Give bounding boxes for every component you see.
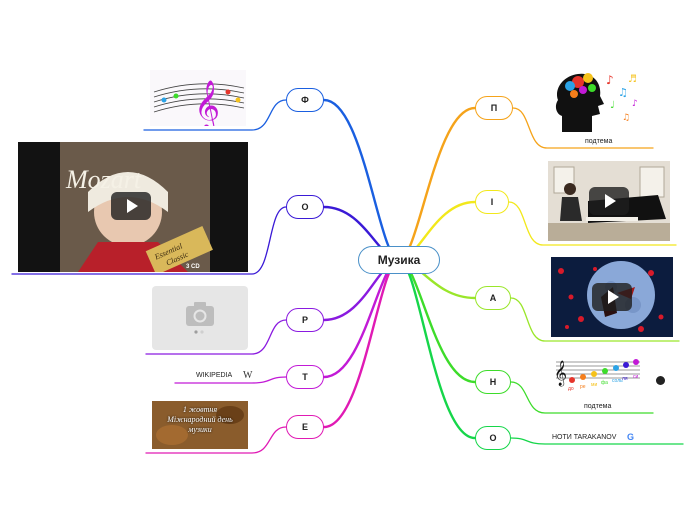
subtopic-connector <box>510 297 680 342</box>
note-label: си <box>633 374 639 380</box>
svg-text:𝄞: 𝄞 <box>554 360 567 386</box>
branch-label: Е <box>301 422 308 432</box>
central-topic[interactable]: Музика <box>358 246 440 274</box>
subtopic-caption-1: подтема <box>585 138 613 145</box>
branch-label: Ф <box>301 95 309 105</box>
moon-video-thumbnail[interactable] <box>551 257 673 337</box>
branch-node-right-4[interactable]: Н <box>475 370 511 394</box>
svg-text:𝄞: 𝄞 <box>194 80 220 126</box>
branch-label: Н <box>489 377 497 387</box>
branch-node-left-1[interactable]: Ф <box>286 88 324 112</box>
branch-node-right-1[interactable]: П <box>475 96 513 120</box>
treble-clef-icon: 𝄞 <box>153 80 245 126</box>
central-topic-label: Музика <box>377 253 421 267</box>
branch-label: Т <box>302 372 308 382</box>
subtopic-connector <box>11 206 287 275</box>
subtopic-connector <box>143 99 287 131</box>
google-icon: G <box>627 432 635 442</box>
branch-connector <box>397 106 477 262</box>
branch-label: А <box>489 293 497 303</box>
wikipedia-icon: W <box>243 370 253 381</box>
head-silhouette-icon: ♪ ♫ ♩ ♬ ♪ ♫ <box>555 73 638 132</box>
subtopic-connector <box>510 437 684 445</box>
staff-notes-icon: 𝄞 до ре ми фа соль ля си <box>554 359 640 392</box>
branch-node-left-2[interactable]: О <box>286 195 324 219</box>
note-label: фа <box>601 380 608 386</box>
mozart-title: Mozart <box>65 165 142 194</box>
colored-notes-image[interactable]: 𝄞 до ре ми фа соль ля си <box>550 352 642 392</box>
play-button-icon[interactable] <box>592 283 632 311</box>
play-button-icon[interactable] <box>589 187 629 215</box>
branch-label: О <box>301 202 309 212</box>
subtopic-connector <box>510 381 654 414</box>
branch-connector <box>322 258 401 429</box>
note-label: ля <box>622 376 628 382</box>
branch-label: Р <box>301 315 308 325</box>
svg-text:♩: ♩ <box>610 100 615 111</box>
svg-text:♫: ♫ <box>618 86 628 99</box>
branch-node-right-2[interactable]: І <box>475 190 509 214</box>
subtopic-connector <box>145 426 287 454</box>
subtopic-connector <box>145 319 287 355</box>
music-day-text: 1 жовтня Міжнародний день музики <box>167 405 233 434</box>
subtopic-connector <box>174 376 287 384</box>
note-label: соль <box>612 378 623 384</box>
branch-node-right-3[interactable]: А <box>475 286 511 310</box>
image-placeholder[interactable] <box>152 286 248 350</box>
piano-video-thumbnail[interactable] <box>548 161 670 241</box>
branch-node-left-5[interactable]: Е <box>286 415 324 439</box>
branch-connector <box>322 98 401 262</box>
branch-node-right-5[interactable]: О <box>475 426 511 450</box>
camera-icon <box>186 302 214 334</box>
play-button-icon[interactable] <box>111 192 151 220</box>
notes-tarakanov-link[interactable]: НОТИ TARAKANOV <box>552 434 617 441</box>
svg-text:♪: ♪ <box>632 99 638 109</box>
branch-label: І <box>490 197 494 207</box>
treble-clef-image[interactable]: 𝄞 <box>150 70 246 126</box>
music-day-image[interactable]: 1 жовтня Міжнародний день музики <box>152 401 248 449</box>
subtopic-connector <box>508 201 677 246</box>
wikipedia-link[interactable]: WIKIPEDIA <box>196 372 233 379</box>
globe-icon[interactable] <box>656 376 665 385</box>
subtopic-connector <box>512 107 654 149</box>
branch-label: П <box>490 103 498 113</box>
mozart-video-thumbnail[interactable]: Mozart Essential Classic 3 CD <box>18 142 248 272</box>
branch-label: О <box>489 433 497 443</box>
head-music-image[interactable]: ♪ ♫ ♩ ♬ ♪ ♫ <box>548 66 648 134</box>
branch-connector <box>397 258 477 440</box>
svg-text:♫: ♫ <box>622 113 630 123</box>
mozart-cd-label: 3 CD <box>186 264 200 270</box>
branch-node-left-4[interactable]: Т <box>286 365 324 389</box>
violin-background <box>152 401 248 449</box>
note-label: ми <box>591 382 597 388</box>
svg-text:♬: ♬ <box>628 74 637 85</box>
note-label: до <box>568 386 574 392</box>
subtopic-caption-4: подтема <box>584 403 612 410</box>
svg-text:♪: ♪ <box>606 73 614 87</box>
branch-node-left-3[interactable]: Р <box>286 308 324 332</box>
note-label: ре <box>580 384 586 390</box>
